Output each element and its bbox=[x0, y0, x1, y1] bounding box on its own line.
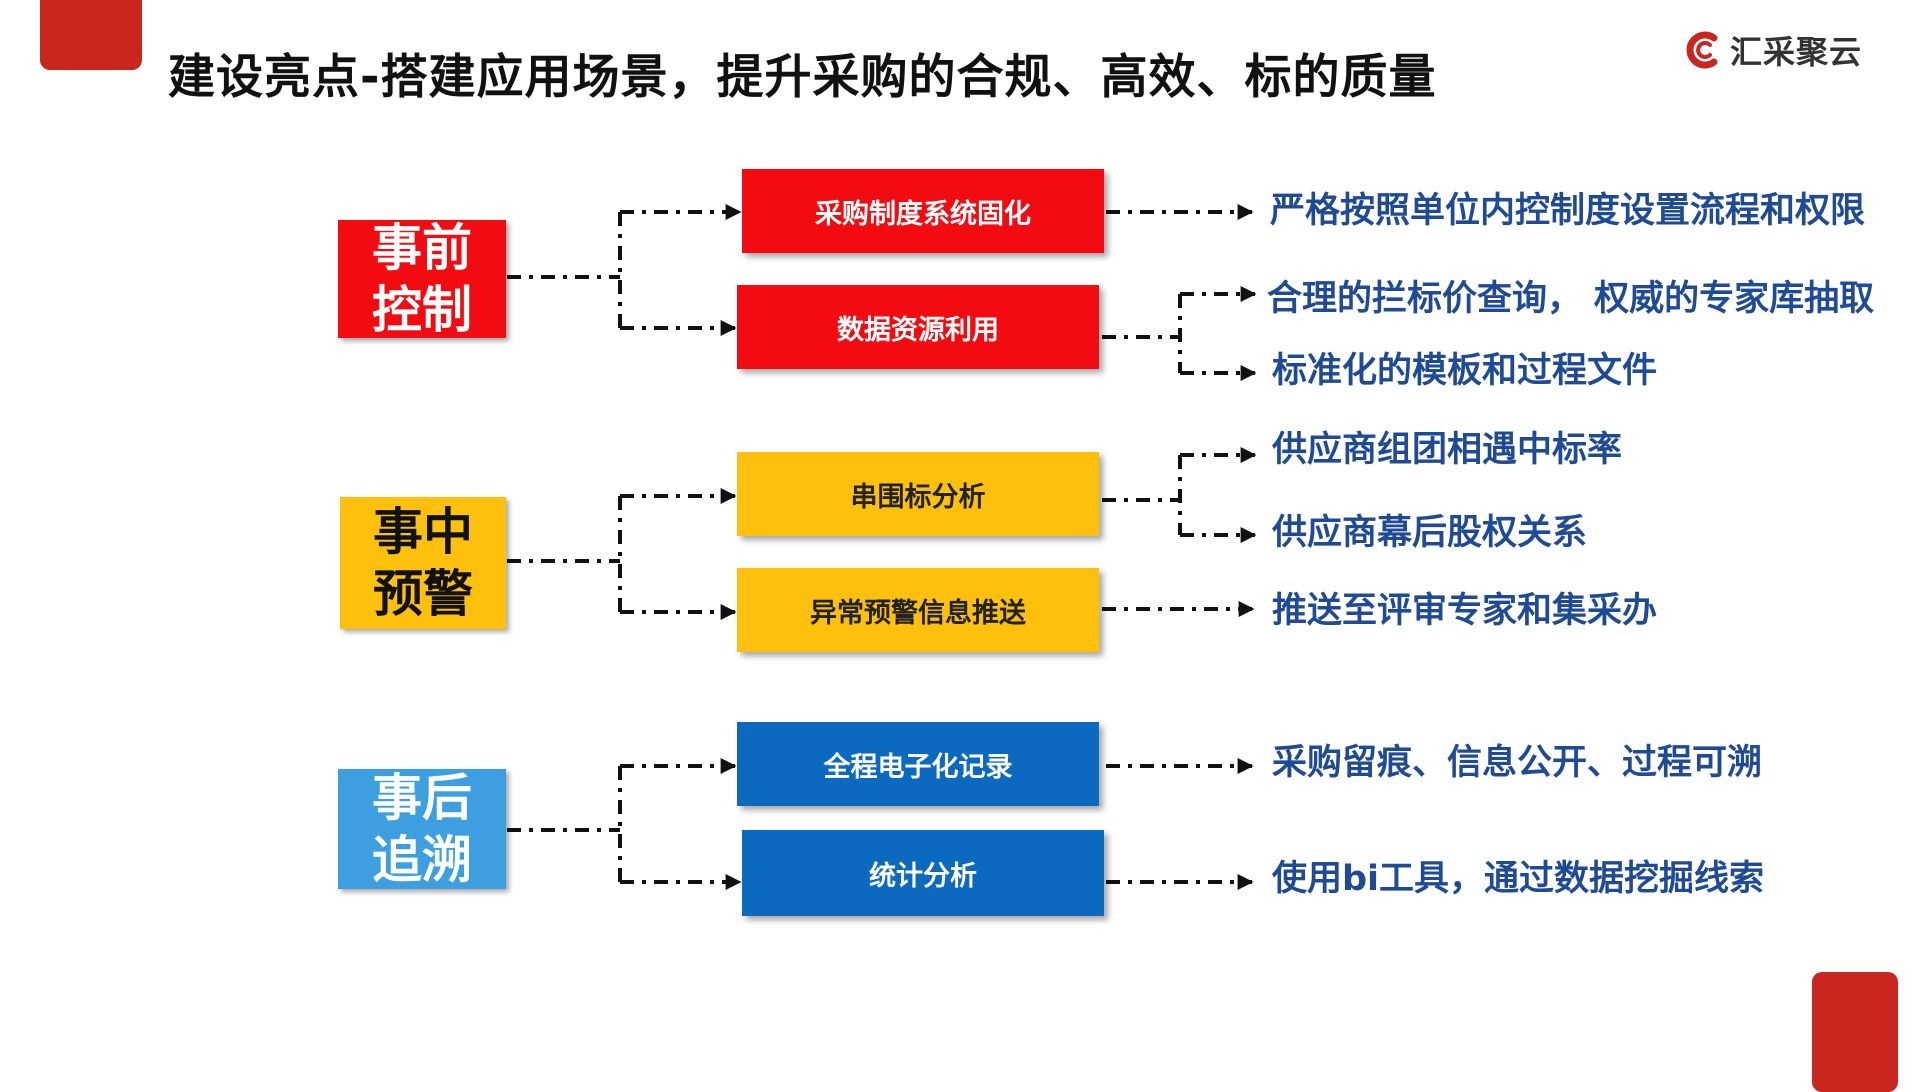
stage-label-line2: 预警 bbox=[373, 565, 473, 623]
measure-box-statistics: 统计分析 bbox=[742, 830, 1104, 916]
stage-mid-warning: 事中 预警 bbox=[340, 497, 506, 629]
outcome-text: 严格按照单位内控制度设置流程和权限 bbox=[1270, 191, 1866, 231]
outcome-text: 供应商组团相遇中标率 bbox=[1272, 430, 1623, 470]
measure-box-procurement-system: 采购制度系统固化 bbox=[742, 169, 1104, 253]
stage-label-line1: 事后 bbox=[372, 769, 472, 827]
stage-post-trace: 事后 追溯 bbox=[338, 769, 506, 889]
outcome-text: 供应商幕后股权关系 bbox=[1272, 513, 1588, 553]
outcome-text: 标准化的模板和过程文件 bbox=[1272, 351, 1658, 391]
outcome-text: 合理的拦标价查询， 权威的专家库抽取 bbox=[1267, 279, 1875, 319]
page-title: 建设亮点-搭建应用场景，提升采购的合规、高效、标的质量 bbox=[168, 50, 1437, 105]
stage-pre-control: 事前 控制 bbox=[338, 219, 506, 339]
measure-box-alert-push: 异常预警信息推送 bbox=[737, 568, 1099, 652]
stage-label-line1: 事前 bbox=[372, 219, 472, 277]
outcome-text: 推送至评审专家和集采办 bbox=[1272, 591, 1658, 631]
logo-c-icon bbox=[1686, 31, 1718, 69]
logo-text: 汇采聚云 bbox=[1730, 33, 1863, 71]
stage-label-line2: 控制 bbox=[372, 281, 472, 339]
measure-box-electronic-record: 全程电子化记录 bbox=[737, 722, 1099, 806]
measure-box-collusion-analysis: 串围标分析 bbox=[737, 452, 1099, 536]
measure-box-data-resource: 数据资源利用 bbox=[737, 285, 1099, 369]
brand-logo: 汇采聚云 bbox=[1684, 28, 1862, 72]
corner-decoration-top-left bbox=[40, 0, 142, 70]
corner-decoration-bottom-right bbox=[1812, 972, 1898, 1092]
outcome-text: 使用bi工具，通过数据挖掘线索 bbox=[1272, 859, 1765, 899]
stage-label-line1: 事中 bbox=[373, 503, 473, 561]
outcome-text: 采购留痕、信息公开、过程可溯 bbox=[1272, 743, 1763, 783]
stage-label-line2: 追溯 bbox=[372, 831, 472, 889]
